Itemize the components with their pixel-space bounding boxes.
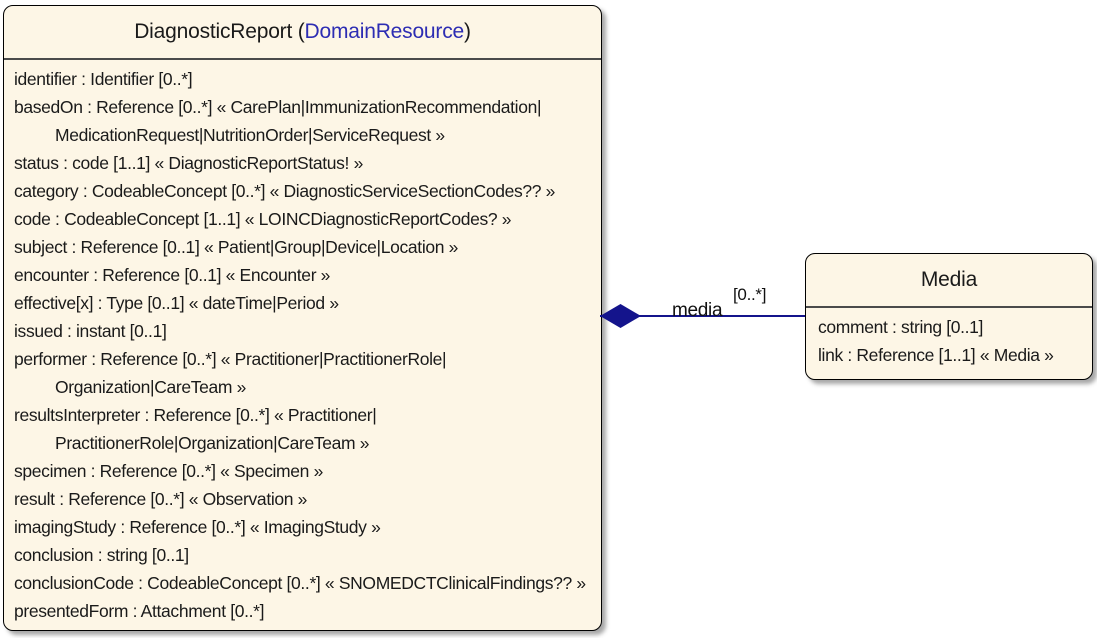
class-title-paren-close: ) [463,20,471,43]
attribute-row-comment: comment : string [0..1] [818,317,984,337]
attribute-row-encounter: encounter : Reference [0..1] « Encounter… [14,265,331,285]
association-line [600,315,807,317]
attribute-row-link: link : Reference [1..1] « Media » [818,345,1054,365]
attribute-row-resultsinterpreter-wrap: PractitionerRole|Organization|CareTeam » [55,433,370,453]
attribute-row-performer-wrap: Organization|CareTeam » [55,377,247,397]
attribute-row-conclusioncode: conclusionCode : CodeableConcept [0..*] … [14,573,586,593]
attribute-row-status: status : code [1..1] « DiagnosticReportS… [14,153,363,173]
attribute-row-basedon: basedOn : Reference [0..*] « CarePlan|Im… [14,97,542,117]
diagnosticreport-attribute-list: identifier : Identifier [0..*] basedOn :… [4,60,601,625]
attribute-row-category: category : CodeableConcept [0..*] « Diag… [14,181,556,201]
attribute-row-conclusion: conclusion : string [0..1] [14,545,189,565]
attribute-row-basedon-wrap: MedicationRequest|NutritionOrder|Service… [55,125,445,145]
attribute-row-resultsinterpreter: resultsInterpreter : Reference [0..*] « … [14,405,377,425]
media-attribute-list: comment : string [0..1] link : Reference… [806,308,1092,369]
domainresource-link[interactable]: DomainResource [304,20,465,43]
attribute-row-effective: effective[x] : Type [0..1] « dateTime|Pe… [14,293,339,313]
media-class-box: Media comment : string [0..1] link : Ref… [805,253,1093,380]
attribute-row-subject: subject : Reference [0..1] « Patient|Gro… [14,237,459,257]
diagnosticreport-class-title: DiagnosticReport (DomainResource) [4,6,601,60]
association-multiplicity: [0..*] [733,285,767,304]
diagnosticreport-class-box: DiagnosticReport (DomainResource) identi… [3,5,602,631]
attribute-row-specimen: specimen : Reference [0..*] « Specimen » [14,461,323,481]
attribute-row-performer: performer : Reference [0..*] « Practitio… [14,349,447,369]
media-class-title: Media [806,254,1092,308]
attribute-row-imagingstudy: imagingStudy : Reference [0..*] « Imagin… [14,517,381,537]
attribute-row-result: result : Reference [0..*] « Observation … [14,489,308,509]
attribute-row-presentedform: presentedForm : Attachment [0..*] [14,601,265,621]
attribute-row-identifier: identifier : Identifier [0..*] [14,69,193,89]
attribute-row-code: code : CodeableConcept [1..1] « LOINCDia… [14,209,512,229]
composition-diamond-icon [600,304,641,328]
association-label: media [672,300,723,321]
class-title-name: DiagnosticReport ( [134,20,305,43]
attribute-row-issued: issued : instant [0..1] [14,321,167,341]
